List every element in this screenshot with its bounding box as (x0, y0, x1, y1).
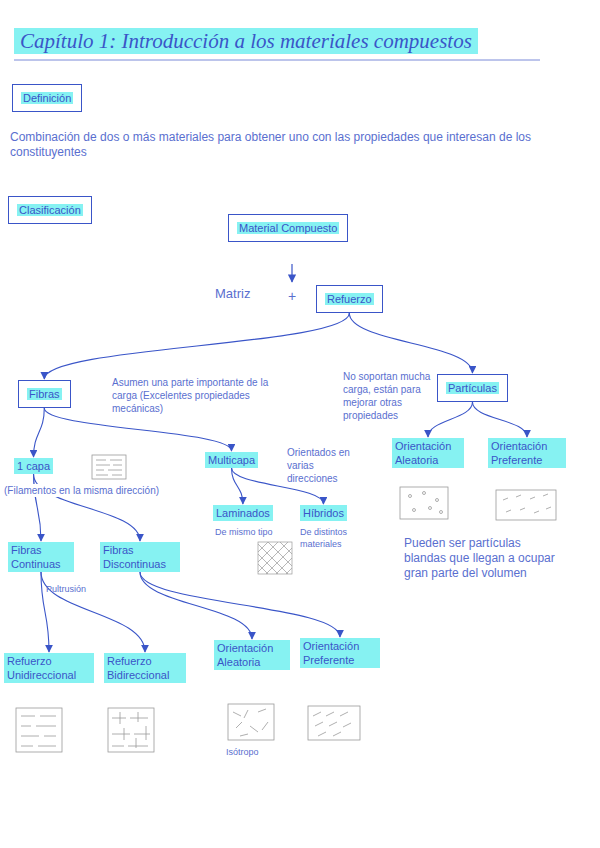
node-text: Orientación Aleatoria (395, 440, 451, 466)
highlighted-term: Refuerzo Bidireccional (104, 653, 186, 683)
connector-arrow (349, 313, 472, 373)
unidirectional-sketch (16, 708, 62, 752)
highlighted-term: Fibras Continuas (8, 542, 74, 572)
highlighted-term: Híbridos (300, 505, 347, 521)
random-fibres-sketch (228, 704, 274, 740)
note-text: Matriz (215, 286, 250, 302)
bidirectional-sketch (108, 708, 154, 752)
connector-arrow (140, 572, 252, 639)
highlighted-term: Orientación Aleatoria (214, 640, 290, 670)
node-text: Orientación Preferente (303, 640, 359, 666)
oriented-fibres-sketch (308, 706, 360, 740)
highlighted-term: Laminados (213, 505, 273, 521)
node-text: Refuerzo Unidireccional (7, 655, 76, 681)
connector-arrow (428, 402, 472, 437)
page-title: Capítulo 1: Introducción a los materiale… (14, 28, 478, 54)
node-text: Multicapa (208, 454, 255, 466)
node-text: Fibras Discontinuas (103, 544, 166, 570)
note-text: No soportan mucha carga, están para mejo… (343, 370, 433, 422)
highlighted-term: Orientación Preferente (300, 638, 380, 668)
node-text: Fibras Continuas (11, 544, 61, 570)
note-text: De distintos materiales (300, 526, 364, 550)
split-arrow (291, 264, 292, 282)
highlighted-term: Multicapa (205, 452, 258, 468)
outlined-box: Fibras (18, 380, 71, 408)
node-text: Orientación Preferente (491, 440, 547, 466)
node-text: Definición (21, 92, 73, 104)
note-text: Pultrusión (46, 583, 86, 595)
connector-arrow (232, 468, 243, 504)
node-text: Partículas (446, 382, 499, 394)
outlined-box: Refuerzo (316, 285, 383, 313)
note-text: + (288, 288, 296, 305)
highlighted-term: Refuerzo Unidireccional (4, 653, 94, 683)
outlined-box: Material Compuesto (228, 214, 348, 242)
node-text: Clasificación (17, 204, 83, 216)
outlined-box: Definición (12, 84, 82, 112)
highlighted-term: Fibras Discontinuas (100, 542, 180, 572)
node-text: Orientación Aleatoria (217, 642, 273, 668)
highlighted-term: 1 capa (14, 458, 53, 474)
note-text: Asumen una parte importante de la carga … (112, 376, 277, 415)
note-text: De mismo tipo (215, 526, 285, 538)
node-text: Refuerzo Bidireccional (107, 655, 169, 681)
node-text: 1 capa (17, 460, 50, 472)
connector-layer (34, 313, 527, 652)
note-text: Isótropo (226, 746, 259, 758)
oriented-particles-sketch (496, 490, 556, 520)
connector-arrow (44, 408, 231, 451)
connector-arrow (34, 408, 45, 457)
outlined-box: Partículas (437, 374, 508, 402)
highlighted-term: Orientación Aleatoria (392, 438, 464, 468)
note-text: Combinación de dos o más materiales para… (10, 130, 580, 160)
node-text: Fibras (27, 388, 62, 400)
node-text: Híbridos (303, 507, 344, 519)
highlighted-term: Orientación Preferente (488, 438, 566, 468)
note-text: (Filamentos en la misma dirección) (4, 484, 204, 497)
outlined-box: Clasificación (8, 196, 92, 224)
node-text: Laminados (216, 507, 270, 519)
connector-arrow (44, 313, 349, 379)
laminate-crosshatch-sketch (258, 542, 292, 574)
note-text: Pueden ser partículas blandas que llegan… (404, 536, 564, 581)
random-particles-sketch (400, 487, 448, 519)
connector-arrow (41, 572, 145, 652)
node-text: Refuerzo (325, 293, 374, 305)
title-underline (14, 60, 540, 61)
single-layer-sketch (92, 455, 126, 479)
connector-arrow (140, 572, 340, 637)
node-text: Material Compuesto (237, 222, 339, 234)
note-text: Orientados en varias direcciones (287, 446, 351, 485)
connector-arrow (472, 402, 527, 437)
